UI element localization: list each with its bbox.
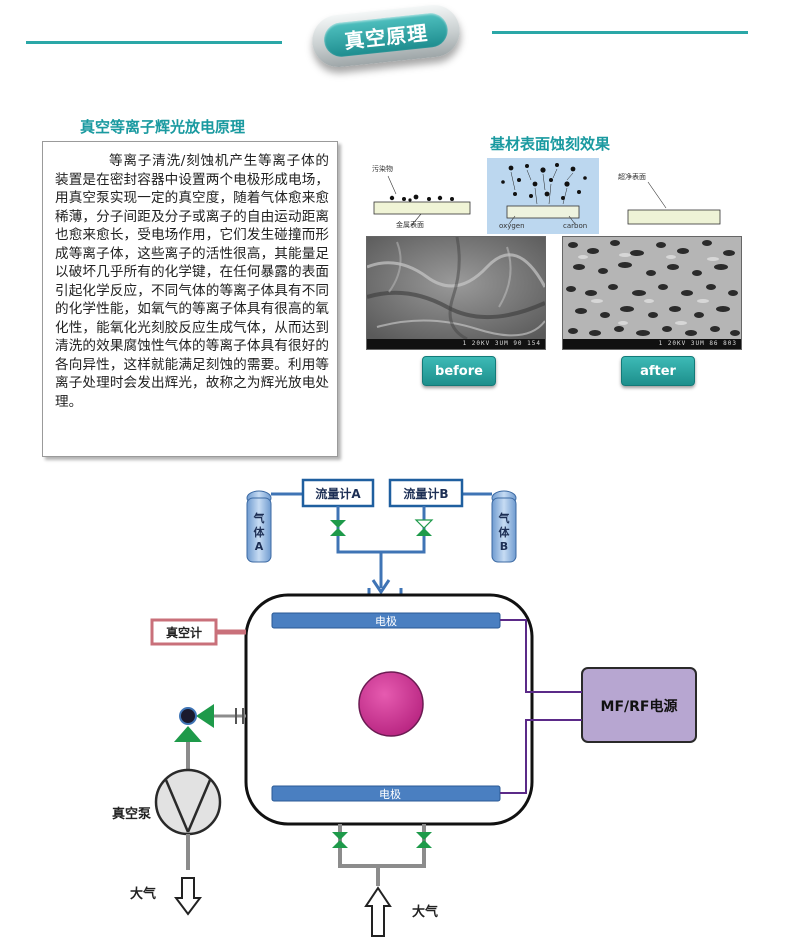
vacuum-gauge-label: 真空计 xyxy=(166,625,202,640)
vacuum-pump-icon xyxy=(154,768,222,870)
bottom-inlet-pipes xyxy=(338,824,426,886)
atmosphere-left-label: 大气 xyxy=(130,886,156,902)
principle-paragraph: 等离子清洗/刻蚀机产生等离子体的装置是在密封容器中设置两个电极形成电场，用真空泵… xyxy=(42,141,338,457)
flowmeter-b-label: 流量计B xyxy=(403,486,448,501)
gas-b-char-1: 气 xyxy=(498,511,510,525)
label-contaminant: 污染物 xyxy=(372,165,393,173)
plasma-principle-title: 真空等离子辉光放电原理 xyxy=(80,118,246,136)
electrode-top-label: 电极 xyxy=(375,614,397,628)
after-label: after xyxy=(621,356,695,386)
label-oxygen: oxygen xyxy=(499,222,525,230)
flowmeter-a xyxy=(301,478,375,508)
vacuum-pump-label: 真空泵 xyxy=(112,806,151,822)
gas-a-char-1: 气 xyxy=(253,511,265,525)
gas-cylinder-b xyxy=(491,490,517,563)
label-carbon: carbon xyxy=(563,222,588,230)
sem-image-before: 1 20KV 3UM 90 154 xyxy=(366,236,546,350)
sem-before-texture xyxy=(367,237,545,341)
header-line-right xyxy=(492,31,748,34)
sem-before-scalebar: 1 20KV 3UM 90 154 xyxy=(367,339,545,349)
plasma-bombardment-svg xyxy=(501,163,587,225)
gas-b-char-2: 体 xyxy=(499,525,511,539)
gas-a-char-3: A xyxy=(255,540,264,553)
etching-effect-title: 基材表面蚀刻效果 xyxy=(490,135,611,153)
diagram-contaminated-surface: 污染物 金属表面 xyxy=(366,160,478,232)
sem-image-after: 1 20KV 3UM 86 803 xyxy=(562,236,742,350)
pump-valve xyxy=(174,726,202,742)
atmosphere-bottom-label: 大气 xyxy=(412,904,438,920)
exhaust-arrow-icon xyxy=(174,877,202,916)
valve-gas-b xyxy=(414,519,434,536)
title-badge: 真空原理 xyxy=(309,2,463,70)
before-label: before xyxy=(422,356,496,386)
gas-cylinder-a xyxy=(246,490,272,563)
diagram-plasma-bombardment: oxygen carbon xyxy=(487,158,599,234)
power-wires xyxy=(500,619,582,794)
valve-bottom-right xyxy=(416,832,432,848)
plasma-system-diagram: 气 体 A 气 体 B 流量计A 流量计B 电极 电极 xyxy=(112,478,697,937)
label-clean-surface: 超净表面 xyxy=(618,173,646,181)
title-badge-text: 真空原理 xyxy=(322,11,450,59)
valve-gas-a xyxy=(330,520,346,536)
header-line-left xyxy=(26,41,282,44)
plasma-ball xyxy=(358,671,424,737)
contaminated-surface-svg xyxy=(373,175,471,227)
sem-after-texture xyxy=(563,237,741,339)
power-supply-label: MF/RF电源 xyxy=(601,698,678,715)
valve-bottom-left xyxy=(332,832,348,848)
gas-b-char-3: B xyxy=(500,540,508,553)
gas-inlet-pipes xyxy=(336,506,426,588)
intake-arrow-icon xyxy=(364,886,392,937)
gas-a-char-2: 体 xyxy=(254,525,266,539)
flowmeter-b xyxy=(388,478,464,508)
electrode-bottom-label: 电极 xyxy=(379,787,401,801)
diagram-clean-surface: 超净表面 xyxy=(612,164,732,234)
sem-after-scalebar: 1 20KV 3UM 86 803 xyxy=(563,339,741,349)
pump-line xyxy=(174,704,246,772)
label-metal-surface: 金属表面 xyxy=(396,221,424,229)
mf-rf-power-supply xyxy=(581,667,697,743)
flowmeter-a-label: 流量计A xyxy=(315,486,361,501)
clean-surface-svg xyxy=(627,181,721,225)
